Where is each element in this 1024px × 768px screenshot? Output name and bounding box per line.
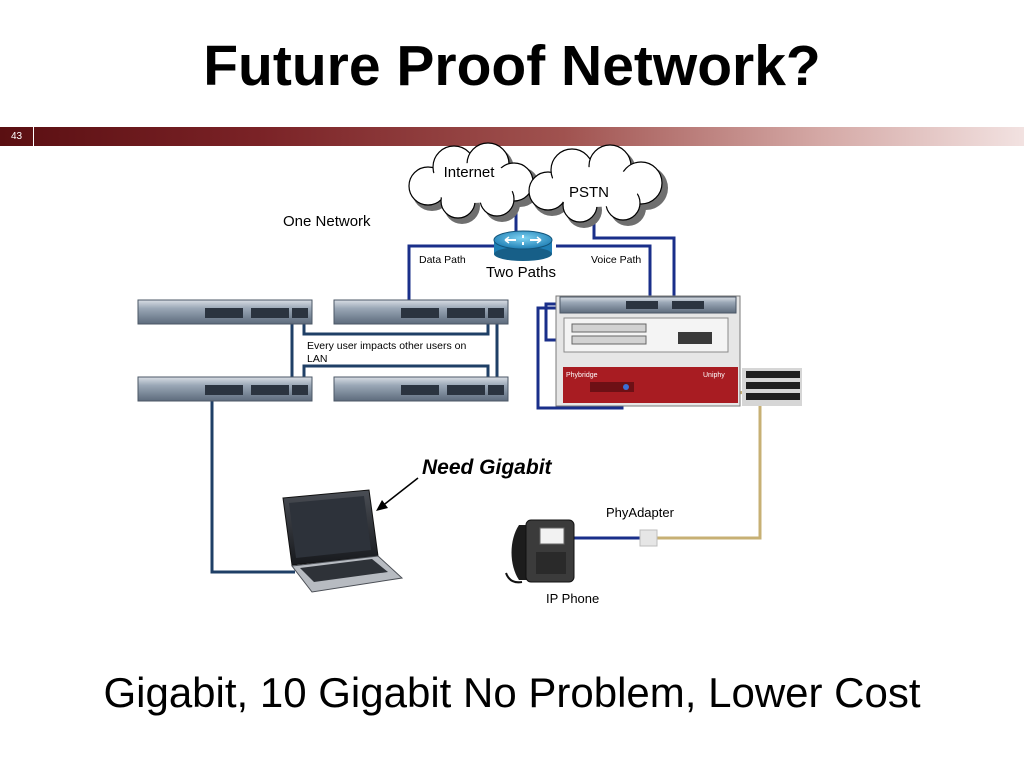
data-path-label: Data Path [419, 254, 466, 266]
switch-top-left [137, 299, 313, 325]
pstn-label: PSTN [569, 184, 609, 201]
voice-path-cable [556, 244, 652, 312]
pstn-cable [592, 212, 676, 312]
switch-bottom-right [333, 376, 509, 402]
one-network-label: One Network [283, 213, 371, 230]
slide-title: Future Proof Network? [203, 34, 821, 98]
slide-number: 43 [0, 127, 34, 146]
switch-top-right [333, 299, 509, 325]
pstn-cloud [528, 144, 668, 228]
two-paths-label: Two Paths [486, 264, 556, 281]
switch-bottom-left [137, 376, 313, 402]
slide-footer-caption: Gigabit, 10 Gigabit No Problem, Lower Co… [103, 669, 921, 716]
voice-path-label: Voice Path [591, 254, 641, 266]
chassis-left-label: Phybridge [566, 372, 598, 379]
lan-link-top [302, 318, 490, 336]
chassis-right-label: Uniphy [703, 372, 725, 379]
title-divider-band [0, 127, 1024, 146]
phone-cable-tan [657, 390, 762, 540]
data-path-cable [407, 244, 496, 318]
lan-note-line1: Every user impacts other users on [307, 340, 466, 352]
patch-panel [742, 368, 802, 406]
ip-phone-icon [505, 519, 575, 584]
need-gigabit-label: Need Gigabit [422, 456, 553, 479]
phy-adapter-box [639, 529, 658, 547]
router-icon [493, 230, 553, 261]
laptop-icon [282, 489, 404, 593]
internet-cloud [408, 142, 540, 224]
core-chassis [555, 295, 741, 407]
lan-note-line2: LAN [307, 353, 327, 365]
internet-label: Internet [444, 164, 496, 181]
laptop-cable [210, 398, 295, 574]
phy-adapter-label: PhyAdapter [606, 505, 675, 520]
ip-phone-label: IP Phone [546, 591, 599, 606]
pointer-arrow-icon [376, 477, 419, 511]
